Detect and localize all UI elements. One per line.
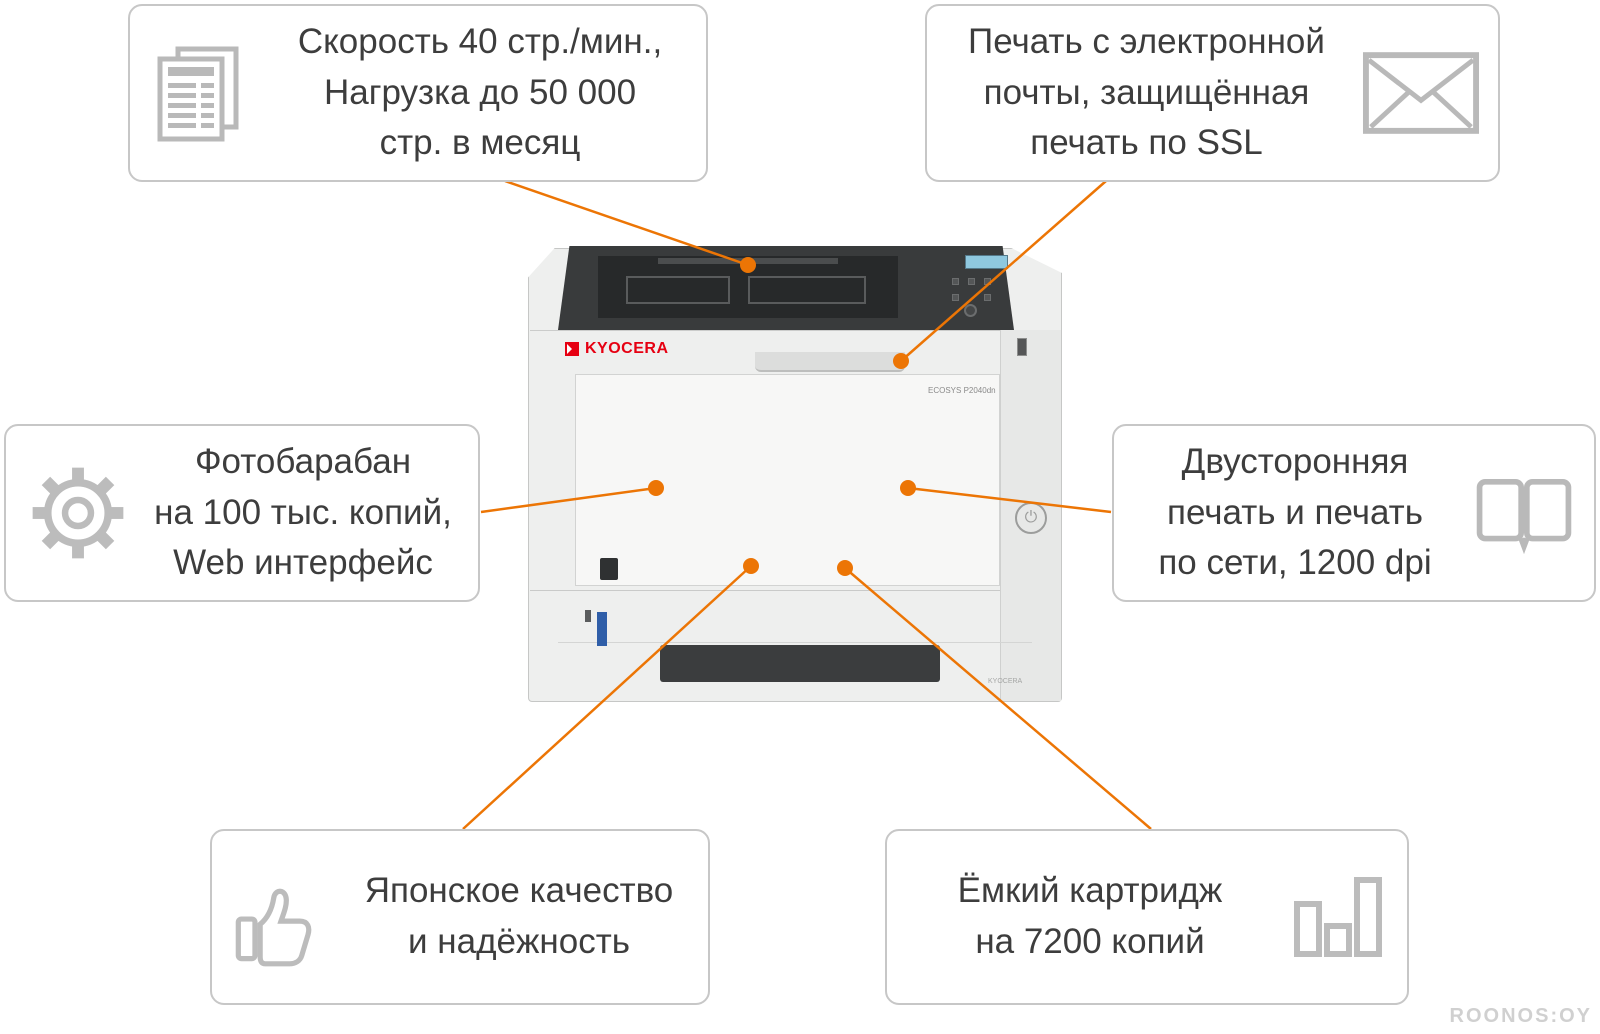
power-switch-mark (585, 610, 591, 622)
callout-cartridge-text: Ёмкий картридж на 7200 копий (905, 866, 1275, 968)
energy-star-badge (600, 558, 618, 580)
watermark: ROONOS:OY (1449, 1005, 1592, 1027)
callout-line: печать по SSL (1030, 123, 1263, 163)
kyocera-logo-mark (565, 342, 579, 356)
printer-image: KYOCERA ECOSYS P2040dn ⏻ KYOCERA (528, 246, 1062, 702)
book-icon (1472, 467, 1576, 559)
printer-ok-button (964, 304, 977, 317)
printer-right-panel: ⏻ (1000, 330, 1061, 701)
callout-email-text: Печать с электронной почты, защищённая п… (945, 17, 1348, 169)
callout-line: Фотобарабан (194, 441, 412, 481)
callout-line: и надёжность (408, 922, 630, 961)
callout-line: Японское качество (364, 871, 674, 911)
callout-duplex: Двусторонняя печать и печать по сети, 12… (1112, 424, 1596, 602)
paper-stop-bar (658, 258, 838, 264)
printer-model-text: ECOSYS P2040dn (928, 386, 996, 395)
callout-line: печать и печать (1167, 492, 1423, 532)
printer-seam-middle (530, 590, 1000, 591)
callout-line: на 100 тыс. копий, (154, 492, 452, 532)
callout-line: на 7200 копий (975, 922, 1205, 961)
printer-handle-recess (755, 352, 905, 372)
power-switch (597, 612, 607, 646)
printer-control-buttons (948, 276, 1010, 322)
callout-line: по сети, 1200 dpi (1158, 543, 1432, 583)
printer-button (952, 294, 959, 301)
printer-button (968, 278, 975, 285)
callout-drum: Фотобарабан на 100 тыс. копий, Web интер… (4, 424, 480, 602)
kyocera-logo-text: KYOCERA (585, 340, 669, 357)
callout-line: Печать с электронной (968, 21, 1325, 61)
bar-chart-icon (1289, 870, 1389, 964)
callout-line: Двусторонняя (1181, 441, 1409, 481)
callout-line: стр. в месяц (379, 123, 581, 163)
gear-icon (24, 459, 132, 567)
printer-seam-cassette (558, 642, 1032, 643)
callout-quality: Японское качество и надёжность (210, 829, 710, 1005)
kyocera-logo: KYOCERA (564, 340, 669, 358)
power-button: ⏻ (1015, 502, 1047, 534)
printer-button (984, 278, 991, 285)
printer-seam-top (530, 330, 1060, 331)
callout-cartridge: Ёмкий картридж на 7200 копий (885, 829, 1409, 1005)
usb-port (1017, 338, 1027, 356)
envelope-icon (1362, 50, 1480, 136)
callout-email: Печать с электронной почты, защищённая п… (925, 4, 1500, 182)
callout-drum-text: Фотобарабан на 100 тыс. копий, Web интер… (146, 437, 460, 589)
newspaper-icon (148, 39, 258, 147)
thumbs-up-icon (230, 865, 334, 969)
paper-cassette-slot (660, 645, 940, 682)
callout-line: Web интерфейс (173, 543, 433, 583)
callout-speed: Скорость 40 стр./мин., Нагрузка до 50 00… (128, 4, 708, 182)
callout-speed-text: Скорость 40 стр./мин., Нагрузка до 50 00… (272, 17, 688, 169)
printer-button (952, 278, 959, 285)
printer-display (965, 255, 1008, 269)
callout-line: Ёмкий картридж (957, 871, 1223, 911)
callout-line: Нагрузка до 50 000 (323, 72, 637, 112)
callout-line: Скорость 40 стр./мин., (297, 21, 663, 61)
paper-stop-left (626, 276, 730, 304)
callout-quality-text: Японское качество и надёжность (348, 866, 690, 968)
printer-front-cover (575, 374, 1000, 586)
printer-output-tray (598, 256, 898, 318)
paper-stop-right (748, 276, 866, 304)
printer-button (984, 294, 991, 301)
callout-duplex-text: Двусторонняя печать и печать по сети, 12… (1132, 437, 1458, 589)
printer-bottom-logo: KYOCERA (988, 678, 1023, 685)
callout-line: почты, защищённая (983, 72, 1310, 112)
